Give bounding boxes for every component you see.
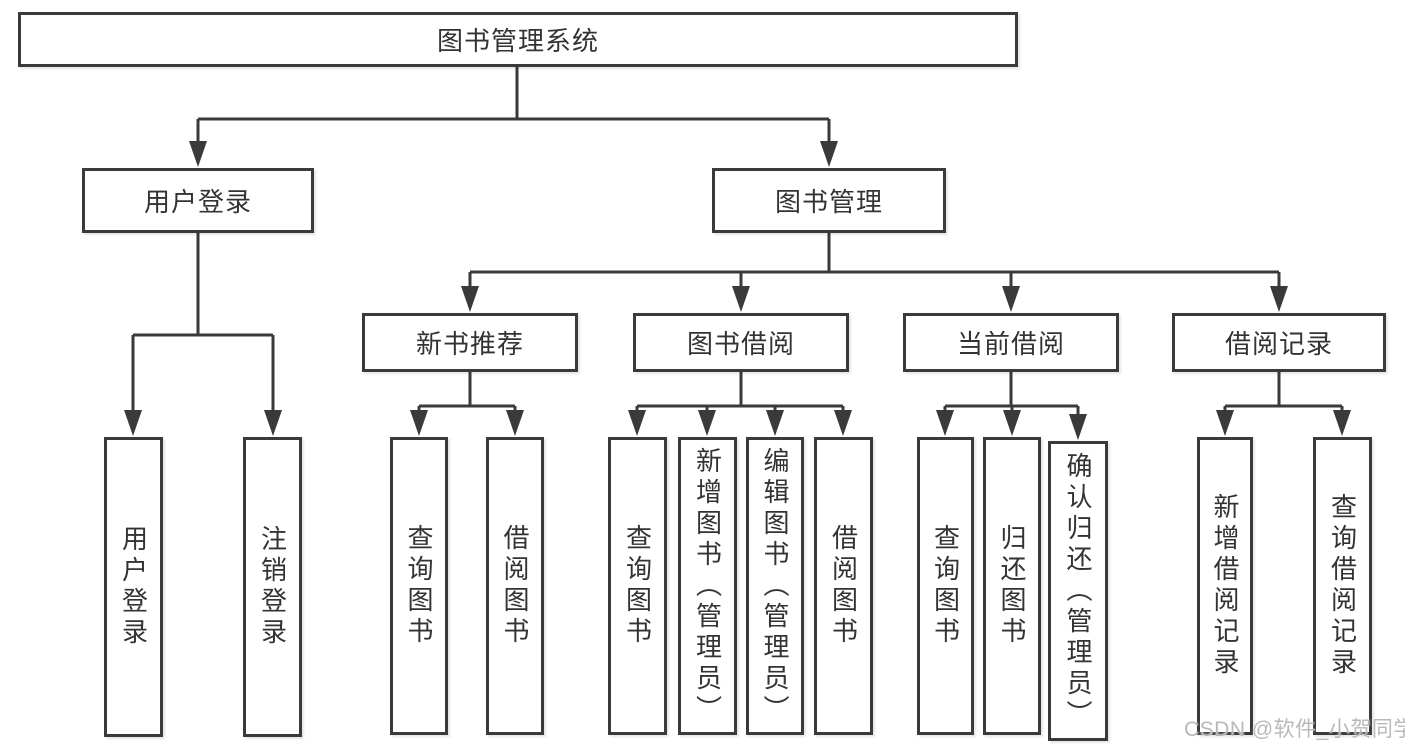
node-new-books: 新书推荐 bbox=[362, 313, 578, 372]
node-book-borrow-label: 图书借阅 bbox=[686, 329, 795, 359]
node-borrow-records: 借阅记录 bbox=[1172, 313, 1386, 372]
node-confirm-return-admin-label: 确认归还（管理员） bbox=[1063, 451, 1093, 731]
node-query-books-1: 查询图书 bbox=[390, 437, 448, 735]
node-user-login-group-label: 用户登录 bbox=[143, 187, 252, 217]
node-edit-books-admin: 编辑图书（管理员） bbox=[746, 437, 804, 735]
csdn-watermark: CSDN @软件_小贺同学 bbox=[1184, 718, 1405, 741]
node-edit-books-admin-label: 编辑图书（管理员） bbox=[760, 446, 790, 726]
node-query-books-2-label: 查询图书 bbox=[622, 524, 653, 648]
node-user-login: 用户登录 bbox=[104, 437, 163, 737]
node-query-books-2: 查询图书 bbox=[608, 437, 667, 735]
node-query-borrow-record-label: 查询借阅记录 bbox=[1327, 493, 1358, 679]
node-add-books-admin-label: 新增图书（管理员） bbox=[692, 446, 723, 726]
node-logout-label: 注销登录 bbox=[257, 525, 288, 649]
node-borrow-records-label: 借阅记录 bbox=[1224, 329, 1333, 359]
node-query-books-3-label: 查询图书 bbox=[930, 524, 961, 648]
node-user-login-group: 用户登录 bbox=[82, 168, 314, 233]
node-current-borrow-label: 当前借阅 bbox=[956, 329, 1065, 359]
node-query-books-1-label: 查询图书 bbox=[404, 524, 434, 648]
node-current-borrow: 当前借阅 bbox=[903, 313, 1119, 372]
node-new-books-label: 新书推荐 bbox=[415, 329, 524, 359]
node-book-mgmt: 图书管理 bbox=[712, 168, 946, 233]
arrowheads bbox=[124, 141, 1351, 440]
node-add-books-admin: 新增图书（管理员） bbox=[678, 437, 737, 735]
node-borrow-books-2: 借阅图书 bbox=[814, 437, 873, 735]
node-book-borrow: 图书借阅 bbox=[633, 313, 849, 372]
node-root-label: 图书管理系统 bbox=[436, 26, 599, 56]
node-add-borrow-record-label: 新增借阅记录 bbox=[1210, 493, 1240, 679]
node-return-books: 归还图书 bbox=[983, 437, 1041, 735]
node-add-borrow-record: 新增借阅记录 bbox=[1197, 437, 1253, 735]
node-borrow-books-2-label: 借阅图书 bbox=[828, 524, 859, 648]
node-query-borrow-record: 查询借阅记录 bbox=[1313, 437, 1372, 735]
node-user-login-label: 用户登录 bbox=[118, 525, 149, 649]
node-confirm-return-admin: 确认归还（管理员） bbox=[1048, 441, 1108, 741]
node-logout: 注销登录 bbox=[243, 437, 302, 737]
node-borrow-books-1-label: 借阅图书 bbox=[500, 524, 530, 648]
node-return-books-label: 归还图书 bbox=[997, 524, 1027, 648]
node-book-mgmt-label: 图书管理 bbox=[774, 187, 883, 217]
node-borrow-books-1: 借阅图书 bbox=[486, 437, 544, 735]
node-query-books-3: 查询图书 bbox=[917, 437, 974, 735]
tree-edges-path bbox=[131, 67, 1344, 430]
node-root: 图书管理系统 bbox=[18, 12, 1018, 67]
